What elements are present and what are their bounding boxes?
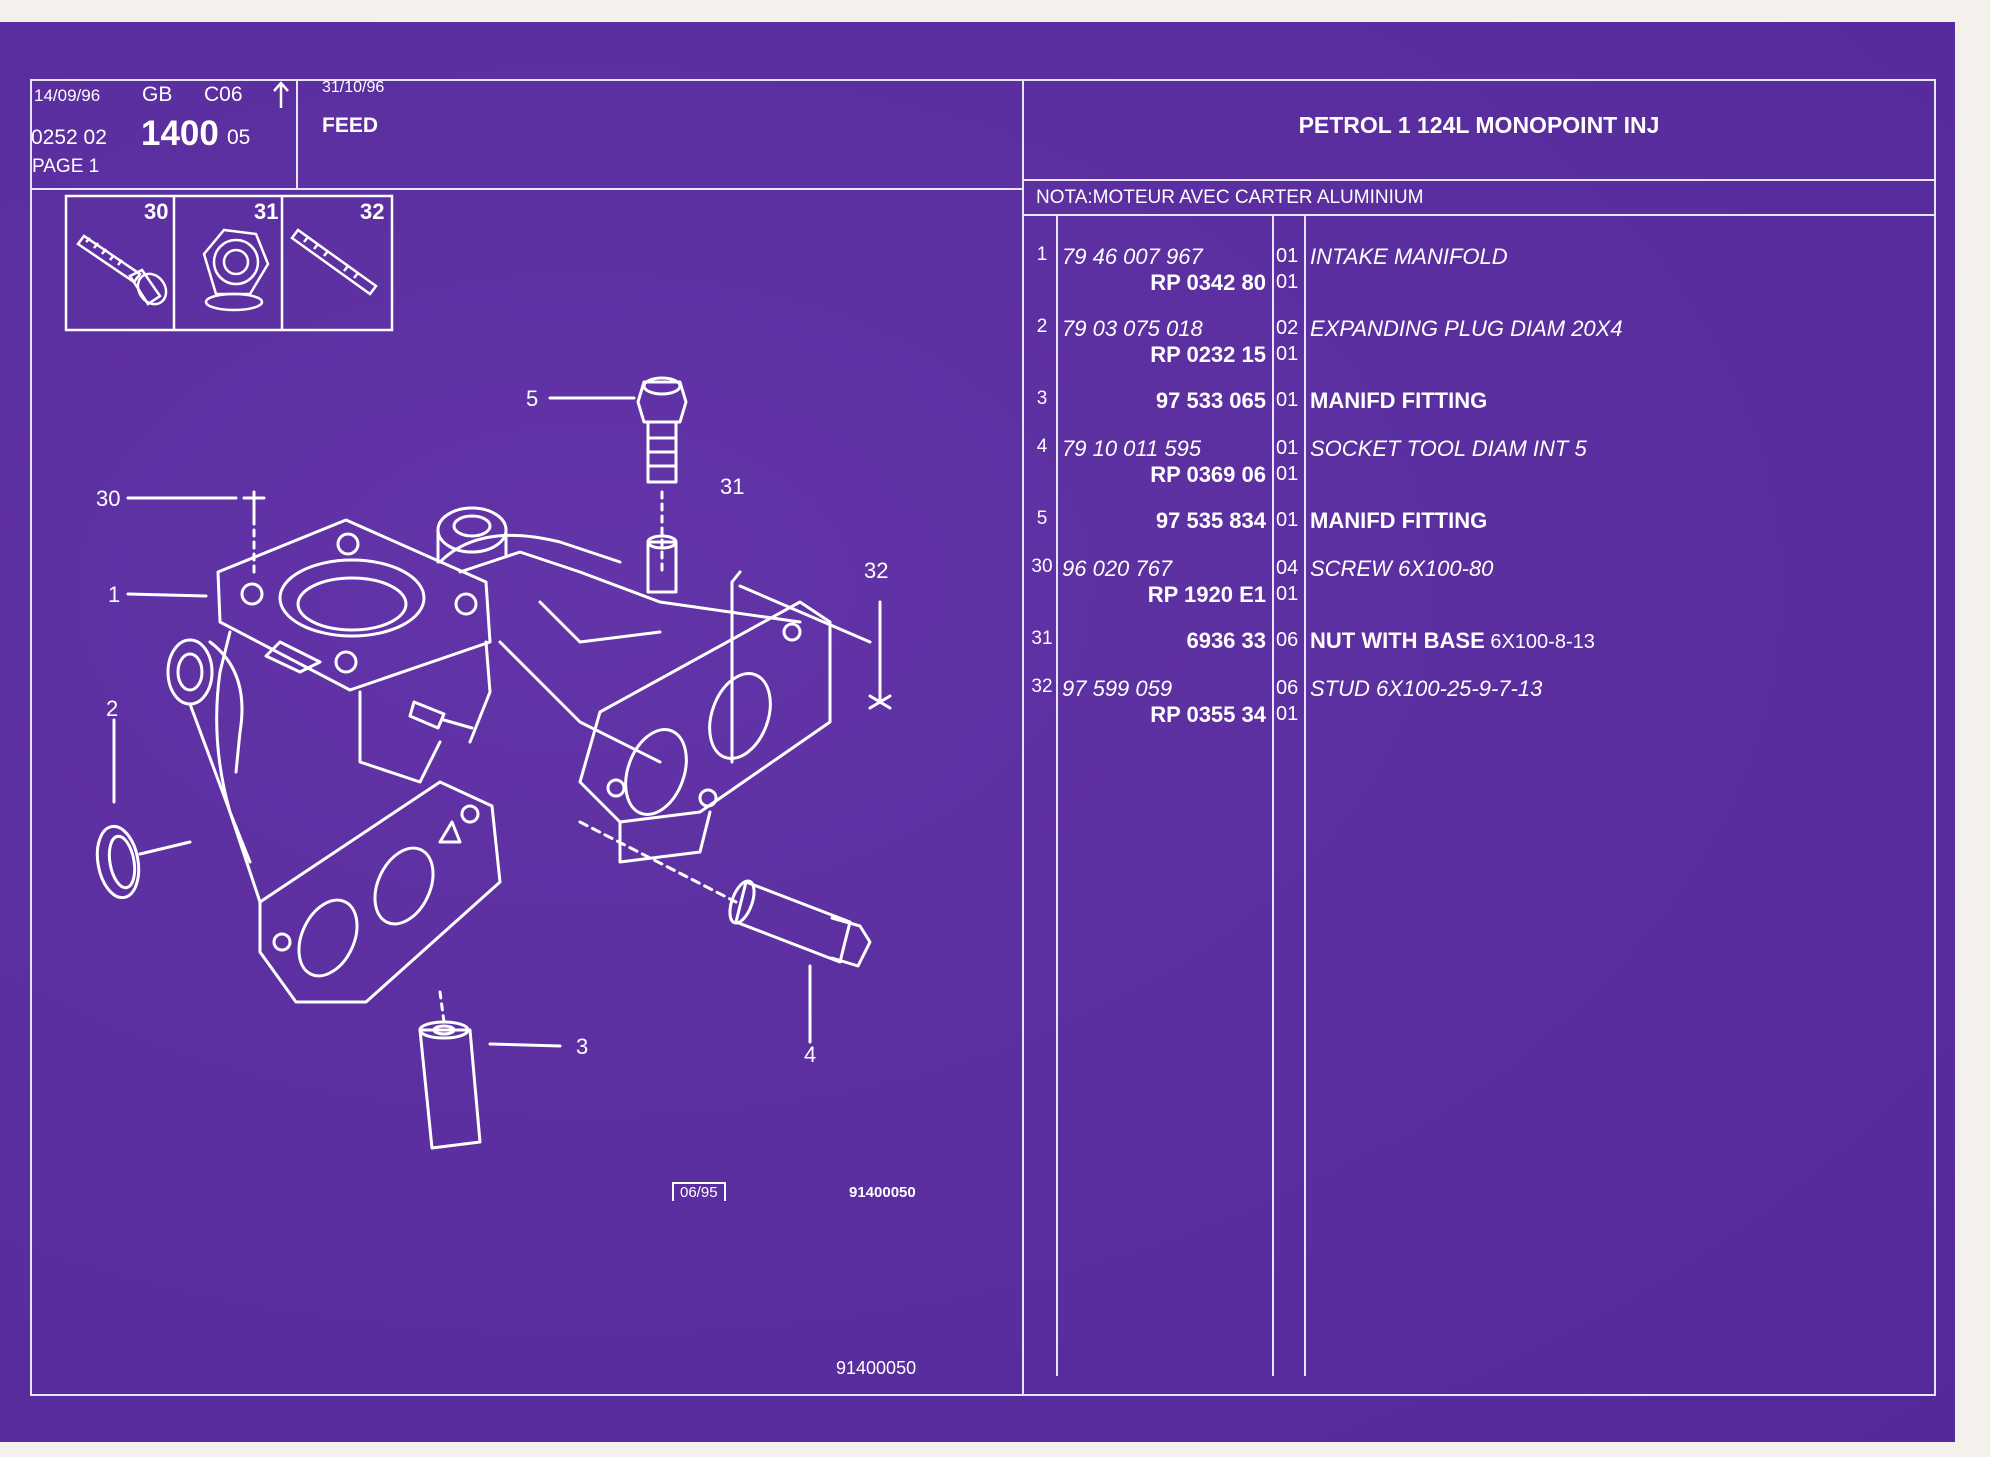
part-description-cell: MANIFD FITTING <box>1310 508 1487 534</box>
part-description-spec: 6X100-8-13 <box>1484 631 1595 653</box>
parts-sheet: 14/09/96 GB C06 0252 02 1400 05 PAGE 1 3… <box>0 22 1955 1442</box>
main-divider <box>1022 79 1024 1396</box>
stud-icon <box>290 228 378 296</box>
callout-30: 30 <box>96 486 120 511</box>
part-description: MANIFD FITTING <box>1310 388 1488 413</box>
nota-bottom-line <box>1022 214 1936 216</box>
part-quantity: 01 <box>1276 343 1299 365</box>
part-item-number: 32 <box>1031 676 1053 697</box>
part-description: MANIFD FITTING <box>1310 508 1488 533</box>
part-quantity: 06 <box>1276 629 1299 651</box>
part-reference: RP 1920 E1 <box>1147 582 1266 607</box>
part-reference: RP 0342 80 <box>1150 270 1266 295</box>
part-description-cell: SOCKET TOOL DIAM INT 5 <box>1310 436 1587 462</box>
part-item-number: 3 <box>1036 388 1048 409</box>
part-description-cell: STUD 6X100-25-9-7-13 <box>1310 676 1542 702</box>
part-reference: RP 0355 34 <box>1150 702 1266 727</box>
socket-fitting <box>636 376 688 594</box>
part-quantity: 02 <box>1276 317 1299 339</box>
part-description-cell: SCREW 6X100-80 <box>1310 556 1493 582</box>
part-description-cell: NUT WITH BASE 6X100-8-13 <box>1310 628 1595 654</box>
part-quantity: 01 <box>1276 583 1299 605</box>
part-item-number: 1 <box>1036 244 1048 265</box>
part-quantity: 01 <box>1276 245 1299 267</box>
part-description: SOCKET TOOL DIAM INT 5 <box>1310 436 1587 461</box>
header-date-revision: 31/10/96 <box>322 79 385 96</box>
page-number: PAGE 1 <box>32 156 100 177</box>
part-description-cell: EXPANDING PLUG DIAM 20X4 <box>1310 316 1623 342</box>
callout-1: 1 <box>108 582 120 607</box>
thumb-label-30: 30 <box>144 199 169 224</box>
part-item-number: 30 <box>1031 556 1053 577</box>
manifold-diagram: 5 30 1 2 31 32 3 4 <box>95 376 892 1150</box>
page-title: PETROL 1 124L MONOPOINT INJ <box>1298 112 1660 138</box>
part-reference: RP 0232 15 <box>1150 342 1266 367</box>
part-description-cell: INTAKE MANIFOLD <box>1310 244 1508 270</box>
part-reference: 97 533 065 <box>1155 388 1266 413</box>
bottom-reference: 91400050 <box>836 1358 917 1378</box>
part-quantity: 01 <box>1276 703 1299 725</box>
sheet-frame <box>30 79 1936 1396</box>
part-quantity: 01 <box>1276 509 1299 531</box>
part-item-number: 31 <box>1031 628 1053 649</box>
header-code: C06 <box>204 83 243 106</box>
part-reference: RP 0369 06 <box>1150 462 1266 487</box>
header-divider <box>296 79 298 189</box>
callout-5: 4 <box>804 1042 816 1067</box>
part-reference: 6936 33 <box>1186 628 1266 653</box>
part-description: SCREW 6X100-80 <box>1310 556 1494 581</box>
header-ref-prefix: 0252 02 <box>31 126 107 149</box>
nota-text: NOTA:MOTEUR AVEC CARTER ALUMINIUM <box>1036 187 1424 208</box>
callout-31: 31 <box>720 474 744 499</box>
nut-icon <box>202 228 270 312</box>
part-item-number: 5 <box>1036 508 1048 529</box>
part-reference: 97 535 834 <box>1155 508 1266 533</box>
header-date: 14/09/96 <box>34 86 101 105</box>
col-line-qty <box>1304 214 1306 1376</box>
callout-32: 32 <box>864 558 888 583</box>
part-quantity: 01 <box>1276 271 1299 293</box>
thumb-label-32: 32 <box>360 199 385 224</box>
title-bottom-line <box>1022 179 1936 181</box>
manifold-fitting-lower <box>418 990 482 1150</box>
screw-icon <box>76 234 168 306</box>
part-quantity: 01 <box>1276 463 1299 485</box>
header-ref-main: 1400 <box>141 114 219 153</box>
header-language: GB <box>142 83 173 106</box>
part-description: EXPANDING PLUG DIAM 20X4 <box>1310 316 1623 341</box>
expanding-plug <box>95 824 192 900</box>
col-line-ref <box>1272 214 1274 1376</box>
part-item-number: 4 <box>1036 436 1048 457</box>
arrow-up-icon <box>273 81 289 108</box>
part-description: INTAKE MANIFOLD <box>1310 244 1508 269</box>
part-reference: 97 599 059 <box>1062 676 1173 701</box>
small-screw <box>408 700 474 730</box>
callout-2: 2 <box>106 696 118 721</box>
part-quantity: 01 <box>1276 437 1299 459</box>
callout-3: 3 <box>576 1034 588 1059</box>
part-quantity: 04 <box>1276 557 1299 579</box>
header-ref-suffix: 05 <box>227 126 251 149</box>
part-reference: 79 46 007 967 <box>1062 244 1203 269</box>
callout-4: 5 <box>526 386 538 411</box>
fastener-thumbnails <box>64 194 394 332</box>
part-description: STUD 6X100-25-9-7-13 <box>1310 676 1543 701</box>
thumb-label-31: 31 <box>254 199 279 224</box>
manifold-fitting-right <box>578 820 872 968</box>
part-description: NUT WITH BASE <box>1310 628 1485 653</box>
part-reference: 79 10 011 595 <box>1062 436 1202 461</box>
col-line-item <box>1056 214 1058 1376</box>
intake-manifold <box>166 506 832 1004</box>
part-description-cell: MANIFD FITTING <box>1310 388 1487 414</box>
date-stamp: 06/95 <box>672 1182 726 1201</box>
section-title: FEED <box>322 114 379 137</box>
header-bottom-left <box>30 188 1024 190</box>
part-reference: 96 020 767 <box>1062 556 1173 581</box>
part-quantity: 01 <box>1276 389 1299 411</box>
part-item-number: 2 <box>1036 316 1048 337</box>
part-quantity: 06 <box>1276 677 1299 699</box>
part-reference: 79 03 075 018 <box>1062 316 1203 341</box>
drawing-reference: 91400050 <box>849 1184 916 1201</box>
